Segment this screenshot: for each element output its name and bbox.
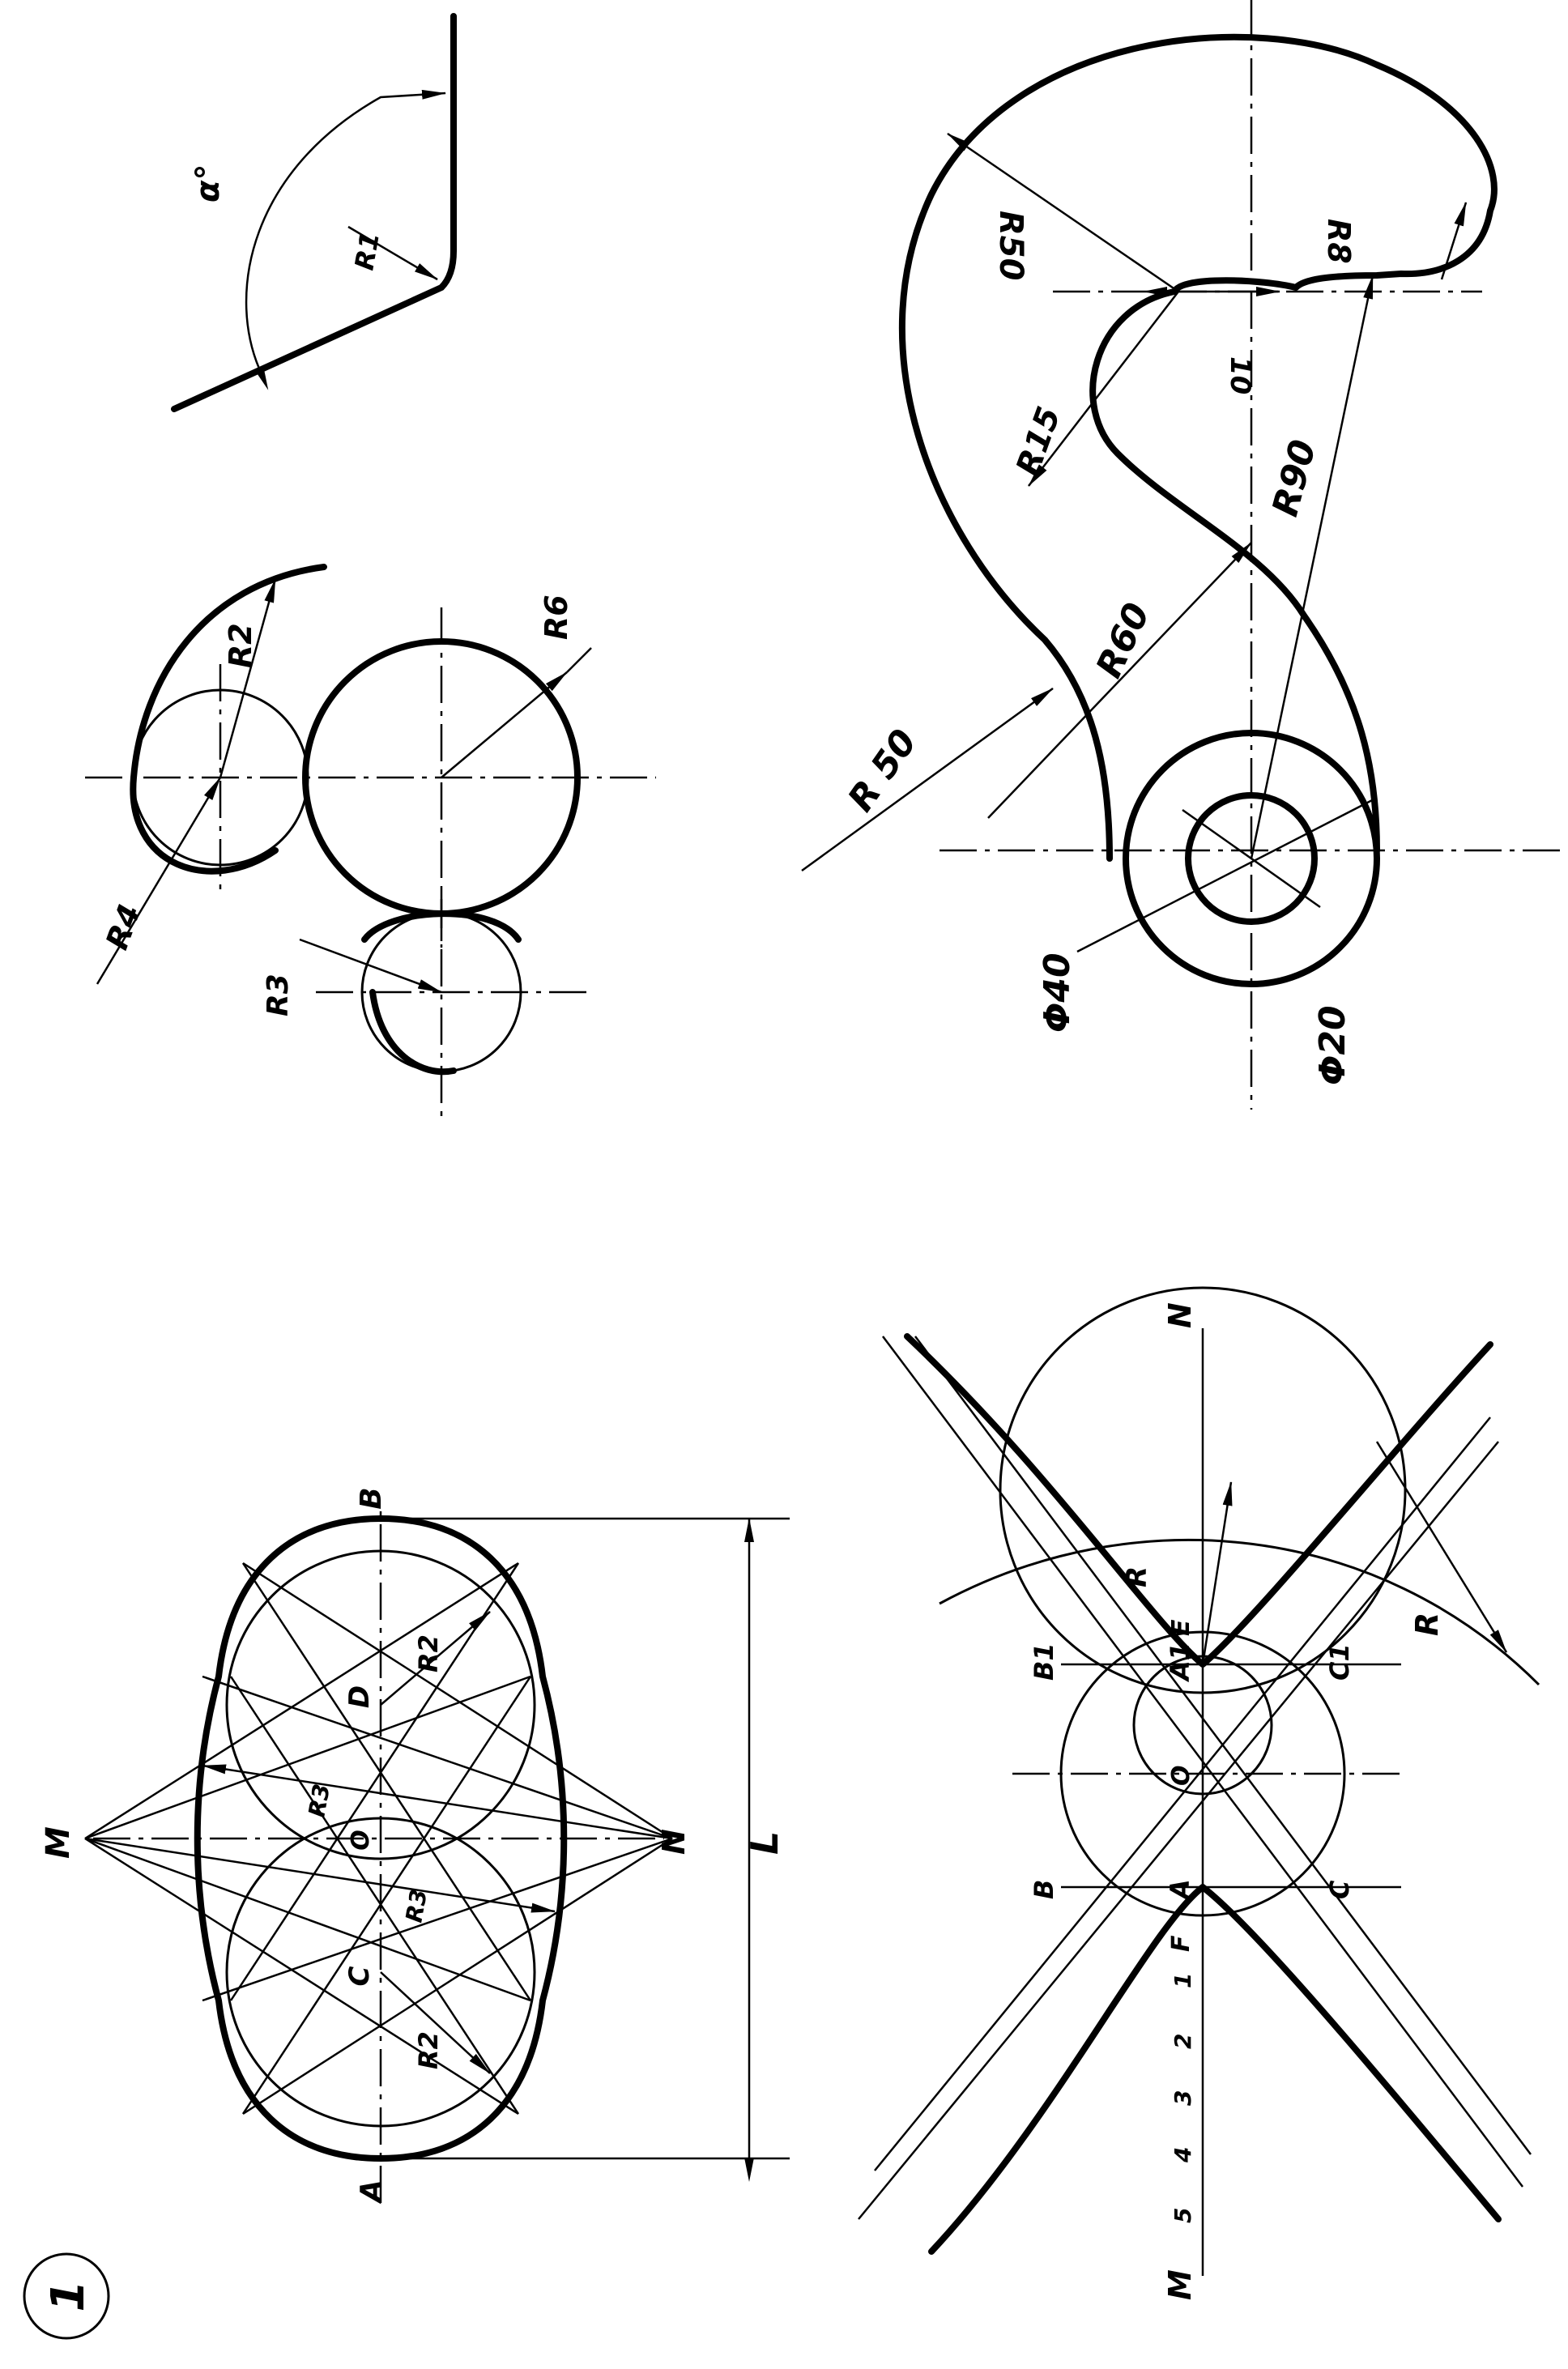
label-r60: R60 bbox=[1089, 597, 1158, 684]
radius-r1 bbox=[347, 225, 438, 281]
dim-r50-top bbox=[947, 132, 1179, 293]
label-r50-left: R 50 bbox=[840, 722, 925, 820]
radius-r-small bbox=[1201, 1481, 1233, 1665]
axis-m-label: M bbox=[1162, 2269, 1198, 2300]
angle-arc bbox=[245, 89, 446, 390]
point-c1: C1 bbox=[1324, 1643, 1355, 1681]
construction-rays bbox=[84, 1562, 673, 2115]
angle-sides bbox=[171, 13, 457, 412]
point-o: O bbox=[347, 1830, 375, 1851]
angle-conjugation: α° R1 bbox=[171, 13, 457, 412]
dim-r90 bbox=[1250, 275, 1374, 859]
point-d: D bbox=[343, 1685, 376, 1708]
sheet-number-badge: 1 bbox=[23, 2252, 110, 2340]
circle-o bbox=[1059, 1630, 1346, 1917]
hyperbola-branch-2 bbox=[904, 1333, 1493, 1668]
sheet-number-circle bbox=[23, 2252, 110, 2340]
dim-r8 bbox=[1440, 202, 1468, 280]
label-r-large: R bbox=[1409, 1613, 1445, 1636]
radius-r6 bbox=[441, 671, 568, 778]
hook-part: R50 R8 R15 10 R90 R60 R 50 Φ40 Φ20 bbox=[801, 0, 1563, 1110]
label-r3-lower: R3 bbox=[400, 1887, 432, 1924]
division-2: 2 bbox=[1170, 2034, 1196, 2049]
point-a1: A1 bbox=[1165, 1643, 1195, 1683]
hook-outline bbox=[898, 33, 1498, 862]
sheet-number: 1 bbox=[42, 2281, 95, 2312]
dim-d40 bbox=[1076, 796, 1378, 953]
asymptote-2 bbox=[882, 1336, 1523, 2188]
circle-r bbox=[999, 1286, 1407, 1694]
radius-r4 bbox=[96, 777, 222, 985]
division-4: 4 bbox=[1170, 2147, 1196, 2163]
label-r50-top: R50 bbox=[992, 211, 1029, 280]
point-n: N bbox=[656, 1829, 692, 1855]
point-m: M bbox=[40, 1826, 77, 1859]
label-r3: R3 bbox=[262, 974, 295, 1016]
point-c: C bbox=[1324, 1880, 1355, 1899]
asymptote-1 bbox=[858, 1441, 1499, 2220]
circle-focal bbox=[1132, 1655, 1273, 1796]
dim-r60 bbox=[987, 542, 1252, 819]
dim-r50-left bbox=[801, 687, 1054, 872]
radius-r3-lower bbox=[84, 1837, 556, 1913]
radius-r3 bbox=[299, 938, 442, 994]
label-r4: R4 bbox=[99, 900, 147, 954]
dim-d20 bbox=[1182, 808, 1321, 909]
radius-r2-left bbox=[380, 1971, 491, 2074]
arc-r2 bbox=[130, 564, 327, 875]
label-r2: R2 bbox=[223, 623, 258, 668]
label-r-small: R bbox=[1121, 1566, 1153, 1587]
point-b: B bbox=[1029, 1880, 1059, 1899]
label-r2-left: R2 bbox=[413, 2031, 444, 2069]
division-5: 5 bbox=[1170, 2208, 1196, 2223]
axis-n-label: N bbox=[1162, 1302, 1198, 1328]
point-a: A bbox=[355, 2179, 388, 2205]
label-r2-right: R2 bbox=[413, 1634, 444, 1672]
division-marks: 1 2 3 4 5 bbox=[1170, 1973, 1196, 2223]
point-f: F bbox=[1167, 1935, 1195, 1952]
label-r8: R8 bbox=[1321, 219, 1357, 264]
label-r90: R90 bbox=[1264, 436, 1324, 521]
division-1: 1 bbox=[1170, 1973, 1196, 1988]
label-r3-upper: R3 bbox=[303, 1782, 335, 1819]
radius-r2-right bbox=[380, 1611, 491, 1706]
circle-conjugation: R4 R2 R6 R3 bbox=[85, 564, 656, 1118]
label-10: 10 bbox=[1224, 356, 1256, 394]
ellipse-construction: L A B C D O M N R2 R2 R3 R3 bbox=[40, 1487, 790, 2205]
radius-r2 bbox=[219, 578, 277, 778]
radius-r-large bbox=[1375, 1441, 1508, 1653]
label-d20: Φ20 bbox=[1312, 1005, 1353, 1085]
radius-r3-upper bbox=[202, 1764, 673, 1840]
dimension-l-label: L bbox=[743, 1831, 786, 1855]
point-c: C bbox=[343, 1966, 376, 1986]
label-d40: Φ40 bbox=[1037, 952, 1078, 1033]
arc-r-large bbox=[939, 1538, 1540, 1686]
label-r6: R6 bbox=[539, 594, 574, 640]
point-e: E bbox=[1167, 1619, 1195, 1636]
label-r1: R1 bbox=[348, 230, 386, 273]
division-3: 3 bbox=[1170, 2090, 1196, 2106]
point-b1: B1 bbox=[1029, 1643, 1059, 1681]
circle-at-c bbox=[225, 1817, 536, 2128]
label-angle: α° bbox=[190, 164, 227, 202]
dim-r15 bbox=[1028, 291, 1179, 487]
point-o: O bbox=[1167, 1765, 1195, 1786]
point-a: A bbox=[1165, 1879, 1195, 1902]
label-r15: R15 bbox=[1009, 402, 1068, 480]
hyperbola-branch-1 bbox=[928, 1884, 1502, 2255]
boss-outer-d40 bbox=[1123, 730, 1380, 987]
circle-at-d bbox=[225, 1549, 536, 1860]
point-b: B bbox=[355, 1487, 388, 1509]
boss-inner-d20 bbox=[1185, 792, 1318, 925]
hyperbola-construction: M N A A1 B B1 C C1 O F E 1 2 3 4 5 R R bbox=[858, 1286, 1540, 2300]
